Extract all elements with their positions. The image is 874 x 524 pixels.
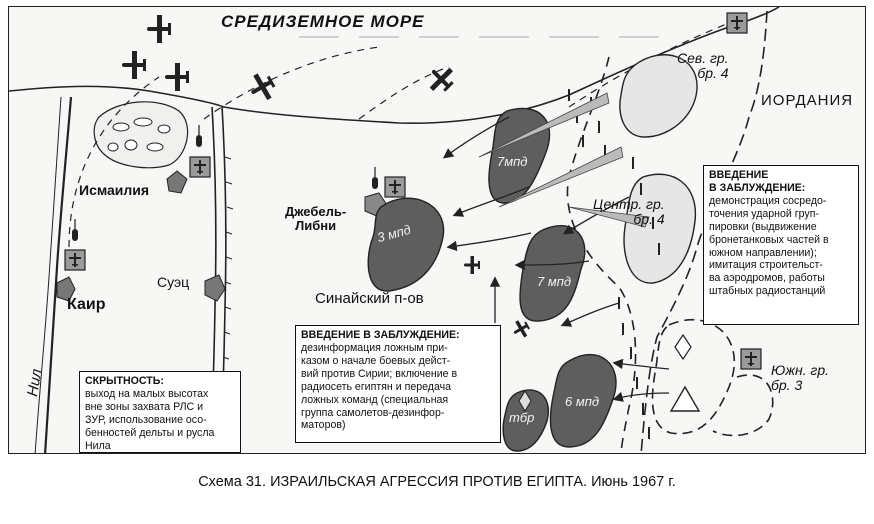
tbr-diamond-marker: [518, 390, 532, 412]
ismailia-marker: [166, 170, 188, 194]
suez-label: Суэц: [157, 274, 190, 290]
front-line: [566, 56, 637, 453]
sea-label: СРЕДИЗЕМНОЕ МОРЕ: [221, 12, 425, 31]
mpd-7-south-label: 7 мпд: [537, 274, 572, 289]
radar-icon: [72, 219, 78, 241]
cairo-label: Каир: [67, 296, 106, 313]
mpd-3-unit: [367, 197, 445, 292]
stealth-title: СКРЫТНОСТЬ:: [85, 375, 164, 387]
tbr-label: тбр: [509, 410, 535, 425]
airplane-icon: [122, 51, 146, 79]
airfield-icon: [740, 348, 762, 370]
south-group-label: Южн. гр. бр. 3: [771, 362, 830, 393]
airplane-icon: [509, 317, 533, 341]
deception-center-text: дезинформация ложным при- казом о начале…: [301, 341, 458, 432]
center-group-label: Центр. гр. бр. 4: [593, 196, 665, 227]
deception-right-note: ВВЕДЕНИЕ В ЗАБЛУЖДЕНИЕ: демонстрация сос…: [703, 165, 859, 325]
jordan-border: [640, 10, 768, 453]
schema-caption: Схема 31. ИЗРАИЛЬСКАЯ АГРЕССИЯ ПРОТИВ ЕГ…: [0, 462, 874, 502]
north-group-label: Сев. гр. бр. 4: [677, 50, 729, 81]
diamond-marker: [674, 333, 692, 361]
airplane-icon: [147, 15, 171, 43]
jordan-label: ИОРДАНИЯ: [761, 92, 854, 109]
mpd-6-label: 6 мпд: [565, 394, 600, 409]
attack-arrows: [442, 116, 670, 402]
delta-lakes: [93, 101, 189, 169]
caption-title: ИЗРАИЛЬСКАЯ АГРЕССИЯ ПРОТИВ ЕГИПТА.: [270, 474, 588, 490]
airfield-icon: [189, 156, 211, 178]
airfield-icon: [726, 12, 748, 34]
operation-map: СРЕДИЗЕМНОЕ МОРЕ ИОРДАНИЯ Синайский п-ов…: [8, 6, 866, 454]
coastline: [9, 7, 780, 124]
strike-wedges: [478, 92, 650, 228]
stealth-text: выход на малых высотах вне зоны захвата …: [85, 387, 215, 452]
nile-river: [44, 96, 73, 453]
airfield-icon: [64, 249, 86, 271]
deception-right-text: демонстрация сосредо- точения ударной гр…: [709, 194, 829, 298]
deception-center-title: ВВЕДЕНИЕ В ЗАБЛУЖДЕНИЕ:: [301, 329, 460, 341]
map-drawing: [9, 7, 780, 453]
tbr-unit: [502, 389, 549, 452]
deception-right-title: ВВЕДЕНИЕ В ЗАБЛУЖДЕНИЕ:: [709, 169, 806, 194]
airplane-icon: [165, 63, 189, 91]
flight-routes: [68, 22, 730, 248]
deception-center-note: ВВЕДЕНИЕ В ЗАБЛУЖДЕНИЕ: дезинформация ло…: [295, 325, 501, 443]
airfield-icon: [384, 176, 406, 198]
cairo-marker: [56, 276, 76, 302]
caption-prefix: Схема 31.: [198, 474, 271, 490]
radar-icon: [372, 167, 378, 189]
jebel-libni-label: Джебель- Либни: [285, 204, 347, 233]
caption-date: Июнь 1967 г.: [587, 474, 676, 490]
north-group-area: [619, 54, 698, 138]
barrier-lines: [568, 89, 660, 439]
triangle-marker: [669, 385, 701, 412]
ismailia-label: Исмаилия: [79, 182, 150, 198]
mpd-7-south-unit: [519, 224, 586, 322]
mpd-7-north-label: 7мпд: [497, 154, 528, 169]
airplane-icon: [244, 68, 280, 106]
stealth-note: СКРЫТНОСТЬ: выход на малых высотах вне з…: [79, 371, 241, 453]
center-group-area: [623, 173, 697, 284]
suez-marker: [204, 274, 226, 302]
airplane-icon: [464, 256, 480, 274]
airplane-icon: [422, 60, 460, 98]
south-group-area: [651, 319, 735, 435]
radar-icon: [196, 125, 202, 147]
mpd-6-unit: [549, 353, 617, 448]
peninsula-label: Синайский п-ов: [315, 290, 424, 307]
